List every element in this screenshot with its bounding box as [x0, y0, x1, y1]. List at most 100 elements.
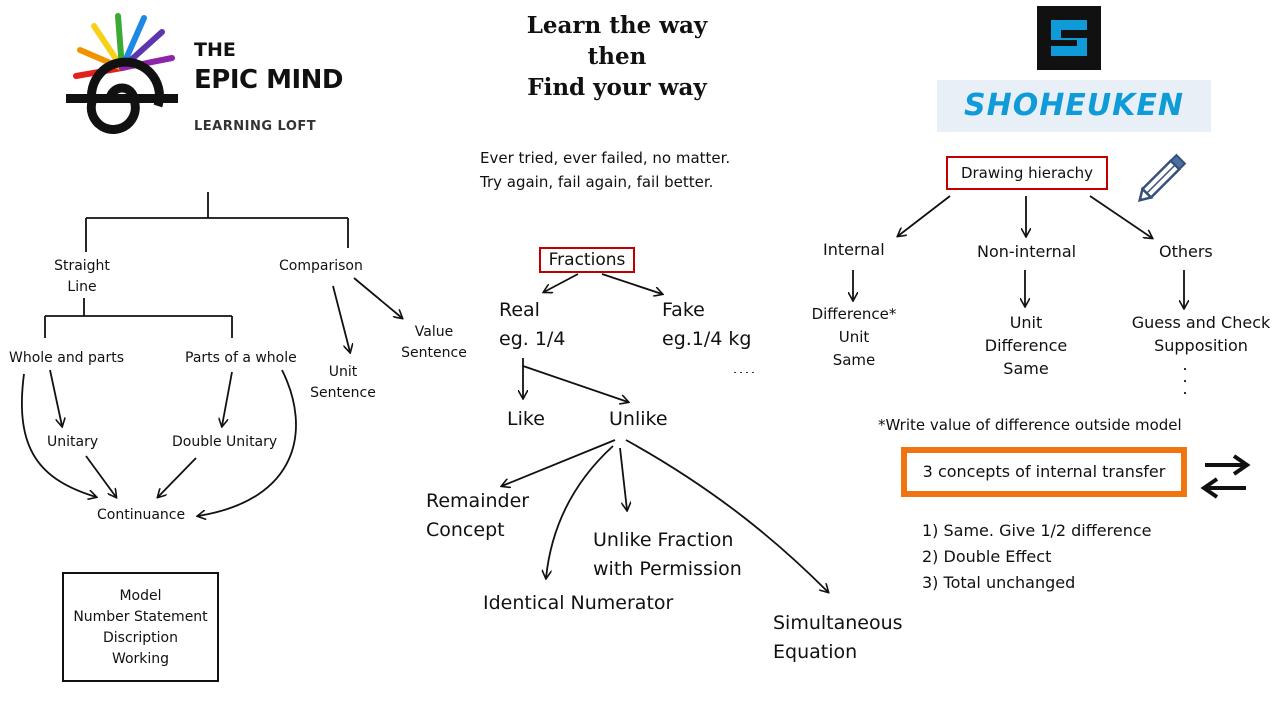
arrow-drawing-internal — [898, 195, 951, 236]
node-simultaneous-l1: Simultaneous — [773, 612, 903, 634]
node-fake: Fake eg.1/4 kg — [662, 296, 751, 354]
logo-the: THE — [194, 39, 236, 61]
arrow-fractions-fake — [601, 273, 662, 294]
method-description: Discription — [102, 630, 178, 646]
others-item-guess-check: Guess and Check — [1131, 313, 1271, 332]
ellipsis-dot — [746, 372, 748, 373]
arrow-whole-unitary — [49, 369, 62, 426]
method-number-statement: Number Statement — [73, 609, 208, 625]
epic-mind-logo-mark — [66, 13, 178, 134]
method-working: Working — [111, 651, 170, 667]
method-model: Model — [119, 588, 162, 604]
ellipsis-dot — [1184, 392, 1186, 394]
quote: Ever tried, ever failed, no matter. Try … — [480, 146, 730, 194]
non-internal-item-same: Same — [1003, 359, 1049, 378]
concepts-list: 1) Same. Give 1/2 difference 2) Double E… — [922, 518, 1151, 596]
node-drawing-hierarchy: Drawing hierachy — [960, 164, 1094, 182]
concept-1: 1) Same. Give 1/2 difference — [922, 521, 1152, 540]
node-fake-l1: Fake — [662, 299, 705, 321]
concepts-box: 3 concepts of internal transfer — [901, 447, 1187, 497]
node-value-sentence-l2: Sentence — [401, 345, 467, 361]
node-unlike-fraction-permission: Unlike Fraction with Permission — [593, 526, 742, 584]
ellipsis-dot — [740, 372, 742, 373]
node-unitary: Unitary — [47, 434, 99, 450]
logo-learning-loft: LEARNING LOFT — [194, 119, 317, 134]
arrow-parts-double-unitary — [222, 371, 233, 426]
arrow-drawing-others — [1089, 195, 1152, 238]
motto-line-1: Learn the way — [526, 12, 708, 39]
fractions-box: Fractions — [539, 247, 635, 273]
node-remainder-l1: Remainder — [426, 490, 530, 512]
node-straight-line: Straight Line — [44, 256, 120, 298]
node-simultaneous-l2: Equation — [773, 641, 858, 663]
node-simultaneous-equation: Simultaneous Equation — [773, 609, 903, 667]
node-non-internal: Non-internal — [977, 242, 1077, 261]
shoheuken-wordmark: SHOHEUKEN — [963, 88, 1185, 123]
internal-items: Difference* Unit Same — [806, 303, 902, 372]
arrow-parts-continuance — [198, 369, 297, 516]
node-fake-l2: eg.1/4 kg — [662, 328, 752, 350]
others-item-supposition: Supposition — [1154, 336, 1248, 355]
shoheuken-logo-icon — [1037, 6, 1101, 70]
node-fractions: Fractions — [548, 250, 626, 270]
node-straight-line-l2: Line — [67, 279, 97, 295]
arrow-unlike-remainder — [502, 439, 616, 486]
node-unit-sentence-l1: Unit — [328, 364, 358, 380]
node-continuance: Continuance — [97, 507, 186, 523]
internal-item-difference: Difference* — [811, 305, 897, 323]
others-items: Guess and Check Supposition — [1126, 311, 1276, 357]
arrow-whole-continuance — [21, 373, 96, 497]
node-whole-and-parts: Whole and parts — [9, 350, 125, 366]
arrow-double-unitary-continuance — [158, 457, 197, 497]
node-unlike-fraction-l2: with Permission — [593, 558, 742, 580]
arrow-real-unlike — [522, 365, 628, 402]
ellipsis-dot — [752, 372, 754, 373]
quote-line-2: Try again, fail again, fail better. — [480, 173, 714, 191]
concepts-box-label: 3 concepts of internal transfer — [922, 462, 1166, 481]
node-value-sentence-l1: Value — [414, 324, 454, 340]
node-real-l1: Real — [499, 299, 540, 321]
arrow-unlike-simultaneous — [625, 439, 828, 592]
node-comparison: Comparison — [279, 258, 363, 274]
quote-line-1: Ever tried, ever failed, no matter. — [480, 149, 731, 167]
non-internal-item-unit: Unit — [1009, 313, 1043, 332]
node-unlike-fraction-l1: Unlike Fraction — [593, 529, 734, 551]
straight-line-bracket — [44, 298, 233, 338]
node-double-unitary: Double Unitary — [172, 434, 278, 450]
shoheuken-wordmark-box: SHOHEUKEN — [937, 80, 1211, 132]
arrow-unlike-identical — [546, 445, 614, 578]
difference-footnote: *Write value of difference outside model — [878, 416, 1182, 434]
arrow-unlike-fraction-permission — [619, 447, 627, 510]
node-straight-line-l1: Straight — [54, 258, 110, 274]
logo-epic-mind: EPIC MIND — [194, 65, 344, 95]
node-unlike: Unlike — [609, 408, 668, 430]
node-parts-of-a-whole: Parts of a whole — [185, 350, 297, 366]
motto-line-2: then — [587, 43, 647, 70]
motto-line-3: Find your way — [527, 74, 707, 101]
node-remainder-concept: Remainder Concept — [426, 487, 529, 545]
pencil-icon — [1137, 153, 1187, 203]
node-like: Like — [507, 408, 545, 430]
node-unit-sentence-l2: Sentence — [310, 385, 376, 401]
arrow-fractions-real — [544, 273, 579, 292]
internal-item-same: Same — [832, 351, 876, 369]
transfer-arrow-right — [1205, 454, 1251, 476]
arrow-unitary-continuance — [85, 455, 116, 497]
ellipsis-dot — [1184, 368, 1186, 370]
internal-item-unit: Unit — [838, 328, 870, 346]
method-box-lines: Model Number Statement Discription Worki… — [64, 574, 217, 670]
left-root-bracket — [85, 192, 349, 252]
non-internal-item-difference: Difference — [984, 336, 1068, 355]
ellipsis-dot — [1184, 380, 1186, 382]
concept-2: 2) Double Effect — [922, 547, 1052, 566]
arrow-comparison-unit — [332, 285, 350, 352]
node-value-sentence: Value Sentence — [398, 322, 470, 364]
method-box: Model Number Statement Discription Worki… — [62, 572, 219, 682]
node-remainder-l2: Concept — [426, 519, 505, 541]
transfer-arrow-left — [1200, 477, 1246, 499]
concept-3: 3) Total unchanged — [922, 573, 1076, 592]
node-internal: Internal — [823, 240, 885, 259]
node-real: Real eg. 1/4 — [499, 296, 565, 354]
drawing-hierarchy-box: Drawing hierachy — [946, 156, 1108, 190]
